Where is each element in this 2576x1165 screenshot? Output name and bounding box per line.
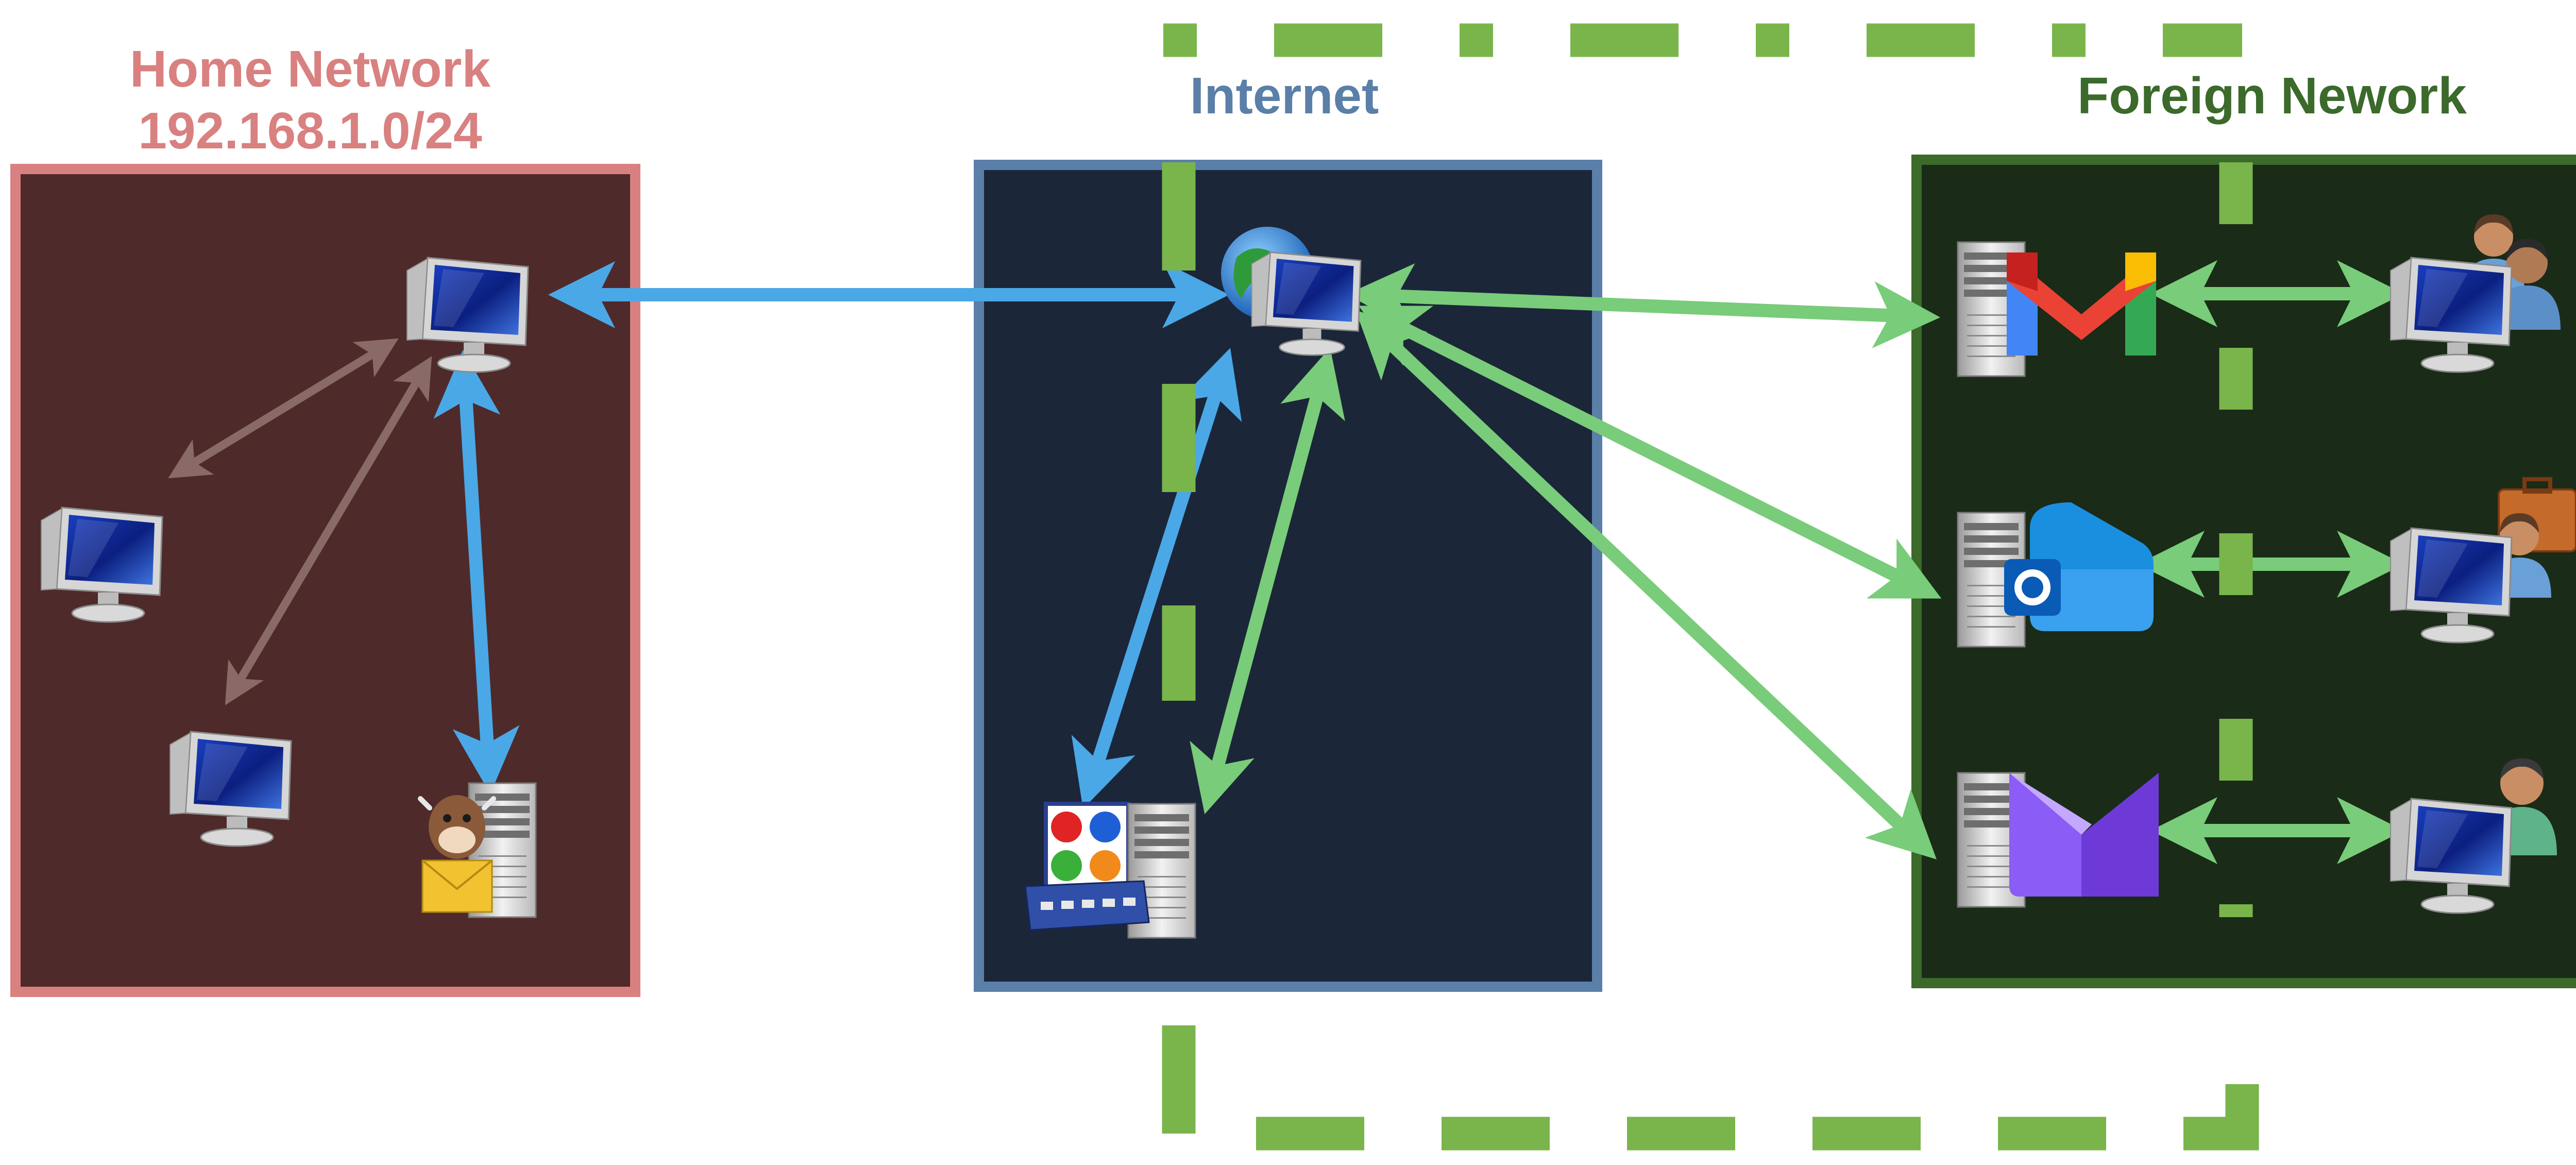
globe-workstation-icon: [1221, 227, 1362, 356]
home-network-title: Home Network: [130, 40, 491, 98]
mail-server-icon: [418, 782, 537, 918]
link-gateway-mail-server: [433, 350, 520, 794]
connection-arrows: [168, 260, 2404, 864]
switch-server-icon: [1024, 802, 1196, 939]
outlook-server-icon: [1957, 502, 2154, 648]
link-internet-relay-green: [1190, 347, 1345, 815]
proton-server-icon: [1957, 772, 2159, 908]
dashed-boundary: [1162, 23, 2259, 1151]
user-workstation-icon: [2389, 758, 2557, 914]
users-workstation-icon: [2389, 214, 2561, 373]
link-internet-proton: [1355, 310, 1937, 859]
home-network-subnet: 192.168.1.0/24: [138, 102, 482, 160]
foreign-network-title: Foreign Nework: [2077, 67, 2467, 125]
boundary-bottom: [1162, 1025, 2259, 1151]
internet-title: Internet: [1190, 67, 1379, 125]
router-workstation-icon: [406, 257, 529, 373]
business-user-workstation-icon: [2389, 477, 2576, 644]
lan-link-gateway-client-2: [225, 356, 432, 705]
gmail-server-icon: [1957, 241, 2156, 377]
